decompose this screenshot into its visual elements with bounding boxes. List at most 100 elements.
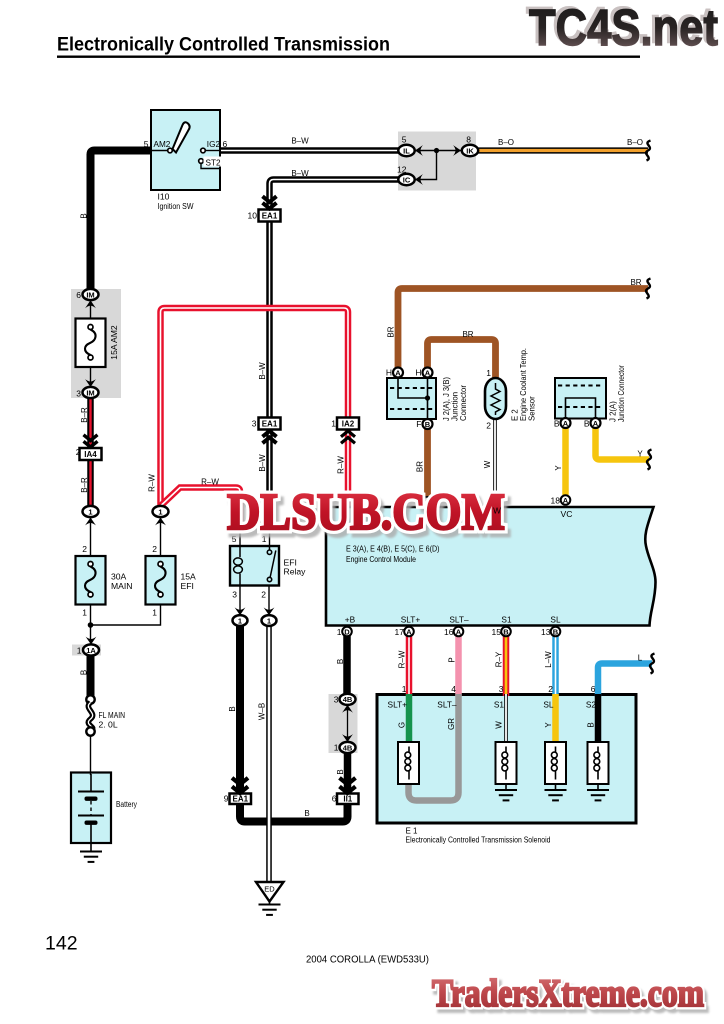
svg-text:6: 6 <box>223 139 228 149</box>
svg-text:18: 18 <box>551 496 561 506</box>
svg-text:TradersXtreme.com: TradersXtreme.com <box>432 971 704 1015</box>
svg-text:EFI: EFI <box>181 581 194 591</box>
svg-text:3: 3 <box>76 389 81 399</box>
svg-text:Electronically Controlled Tran: Electronically Controlled Transmission S… <box>406 836 551 845</box>
svg-text:A: A <box>425 497 431 506</box>
svg-text:IM: IM <box>86 290 94 299</box>
svg-text:AM2: AM2 <box>154 140 171 149</box>
svg-text:R–W: R–W <box>201 478 219 487</box>
svg-text:II1: II1 <box>343 795 352 804</box>
svg-text:B–W: B–W <box>291 169 309 178</box>
svg-text:2: 2 <box>548 684 553 694</box>
svg-text:A: A <box>406 627 412 636</box>
svg-text:6: 6 <box>332 794 337 804</box>
svg-text:B: B <box>336 659 345 664</box>
svg-text:Ignition SW: Ignition SW <box>158 201 195 211</box>
svg-text:2: 2 <box>486 421 491 431</box>
svg-text:TC4S.net: TC4S.net <box>526 0 715 54</box>
svg-text:Engine Coolant Temp.: Engine Coolant Temp. <box>519 348 528 421</box>
svg-text:BR: BR <box>462 330 473 339</box>
svg-text:1: 1 <box>486 368 491 378</box>
svg-text:BR: BR <box>387 326 396 337</box>
svg-text:IK: IK <box>466 146 474 155</box>
svg-text:P: P <box>448 657 457 662</box>
svg-text:J 2(A), J 3(B): J 2(A), J 3(B) <box>442 377 451 421</box>
svg-text:IL: IL <box>403 146 410 155</box>
svg-text:IC: IC <box>403 175 411 184</box>
svg-text:1: 1 <box>77 646 82 656</box>
svg-text:15: 15 <box>492 627 502 637</box>
svg-text:VC: VC <box>561 509 573 519</box>
svg-text:MAIN: MAIN <box>111 581 132 591</box>
svg-text:B: B <box>553 627 559 636</box>
svg-text:BR: BR <box>630 278 641 287</box>
svg-text:B: B <box>80 670 89 675</box>
svg-text:6: 6 <box>591 684 596 694</box>
svg-text:1A: 1A <box>86 646 96 655</box>
svg-text:8: 8 <box>466 135 471 145</box>
svg-text:Electronically Controlled Tran: Electronically Controlled Transmission <box>57 35 390 56</box>
svg-text:D: D <box>344 627 350 636</box>
svg-text:F: F <box>416 419 421 429</box>
svg-text:DLSUB.COM: DLSUB.COM <box>227 484 505 541</box>
svg-text:2: 2 <box>82 544 87 554</box>
svg-text:Connector: Connector <box>459 385 468 421</box>
svg-text:12: 12 <box>397 165 407 175</box>
svg-text:17: 17 <box>395 627 405 637</box>
svg-text:30A: 30A <box>111 572 127 582</box>
svg-text:B–W: B–W <box>258 362 267 380</box>
svg-text:B–R: B–R <box>80 407 89 423</box>
svg-text:ST2: ST2 <box>206 159 221 168</box>
svg-text:IA4: IA4 <box>84 450 97 459</box>
svg-text:Junction Connector: Junction Connector <box>617 365 626 422</box>
svg-text:16: 16 <box>444 627 454 637</box>
svg-text:B: B <box>584 419 590 429</box>
svg-text:DLSUB.COM: DLSUB.COM <box>227 484 505 541</box>
svg-text:3: 3 <box>499 684 504 694</box>
svg-text:R–W: R–W <box>337 456 346 474</box>
svg-text:5: 5 <box>232 534 237 544</box>
svg-text:B–O: B–O <box>627 138 643 147</box>
svg-text:10: 10 <box>248 211 258 221</box>
svg-text:142: 142 <box>45 933 78 955</box>
svg-text:DLSUB.COM: DLSUB.COM <box>231 489 509 546</box>
svg-text:1: 1 <box>88 507 92 516</box>
svg-text:EA1: EA1 <box>233 795 249 804</box>
svg-text:9: 9 <box>224 794 229 804</box>
svg-text:J 2(A): J 2(A) <box>609 401 618 422</box>
svg-text:1: 1 <box>238 616 242 625</box>
svg-text:1: 1 <box>331 419 336 429</box>
svg-text:L: L <box>638 654 643 663</box>
svg-text:B–W: B–W <box>291 137 309 146</box>
svg-text:SLT–: SLT– <box>437 700 457 710</box>
svg-text:R–W: R–W <box>148 474 157 492</box>
svg-text:TradersXtreme.com: TradersXtreme.com <box>435 975 707 1019</box>
svg-text:SLT–: SLT– <box>449 615 469 625</box>
svg-text:EA1: EA1 <box>262 420 278 429</box>
svg-text:TC4S.net: TC4S.net <box>529 0 718 56</box>
svg-text:Y: Y <box>637 450 643 459</box>
svg-text:4B: 4B <box>343 743 353 752</box>
svg-text:FL MAIN: FL MAIN <box>99 710 126 720</box>
svg-text:S2: S2 <box>586 700 597 710</box>
svg-text:L–W: L–W <box>544 651 553 668</box>
svg-text:ED: ED <box>264 885 275 894</box>
svg-text:4B: 4B <box>343 695 353 704</box>
svg-text:2: 2 <box>152 544 157 554</box>
svg-text:B: B <box>228 706 237 711</box>
svg-text:1: 1 <box>334 743 339 753</box>
svg-text:4: 4 <box>451 684 456 694</box>
svg-text:1: 1 <box>158 507 162 516</box>
svg-text:B–O: B–O <box>498 138 514 147</box>
svg-text:W: W <box>495 721 504 729</box>
svg-text:Sensor: Sensor <box>528 396 537 421</box>
svg-text:Engine Control Module: Engine Control Module <box>346 555 417 564</box>
svg-text:Y: Y <box>544 722 553 728</box>
svg-text:A: A <box>456 627 462 636</box>
svg-text:15A AM2: 15A AM2 <box>109 325 119 360</box>
svg-text:B: B <box>425 420 431 429</box>
svg-text:A: A <box>563 496 569 505</box>
svg-text:15A: 15A <box>181 572 197 582</box>
svg-text:BR: BR <box>416 461 425 472</box>
svg-text:IG2: IG2 <box>207 140 221 149</box>
